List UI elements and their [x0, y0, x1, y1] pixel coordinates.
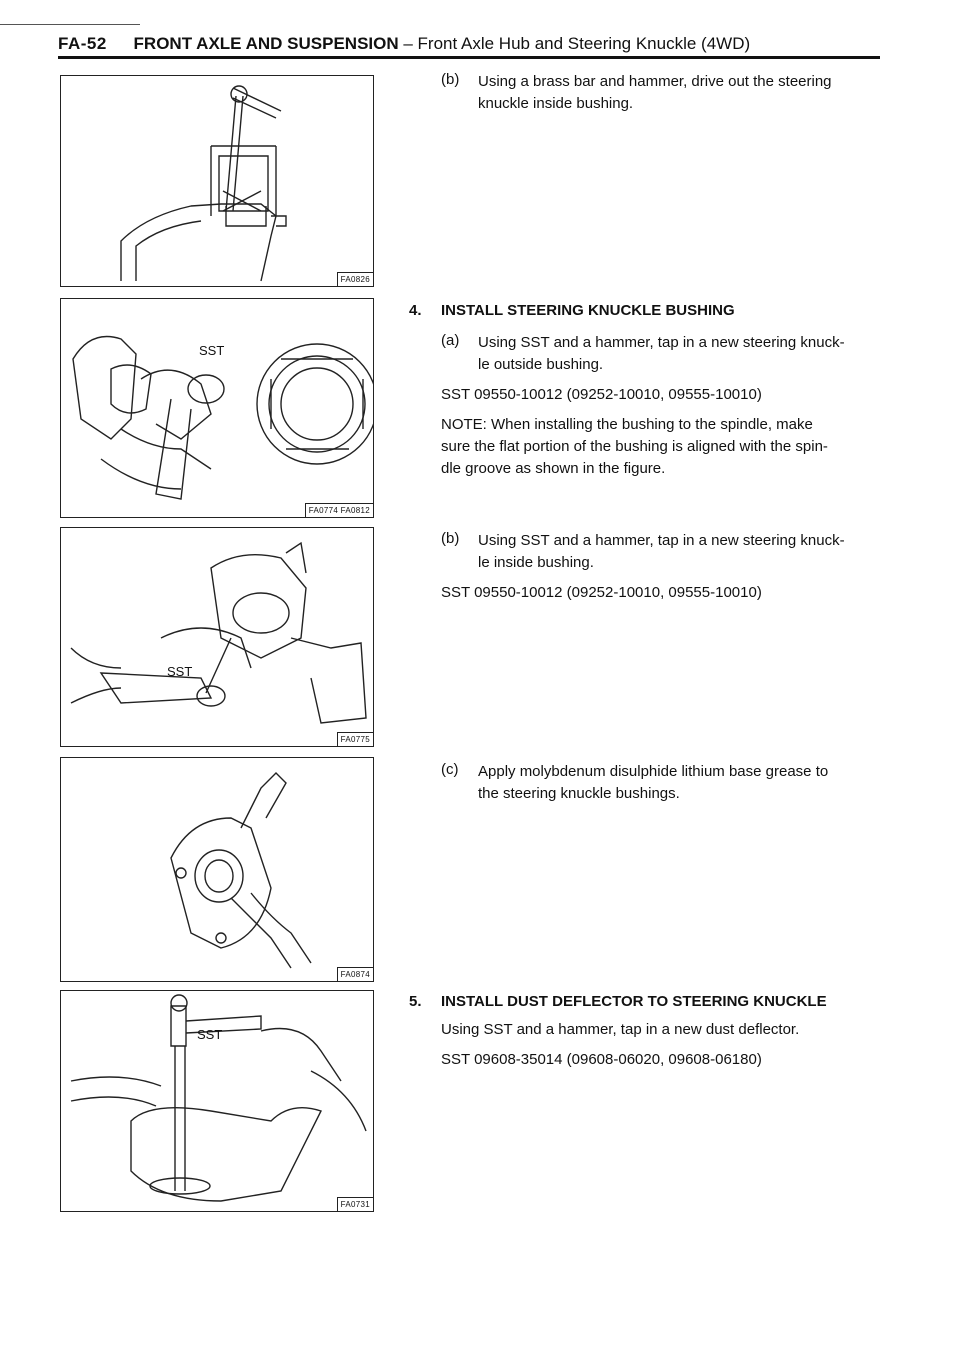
- step-5-heading: INSTALL DUST DEFLECTOR TO STEERING KNUCK…: [441, 993, 827, 1010]
- step-4a-note-line1: NOTE: When installing the bushing to the…: [441, 416, 813, 433]
- step-4a-line1: Using SST and a hammer, tap in a new ste…: [478, 334, 845, 351]
- header-rule: [58, 56, 880, 59]
- page-number: FA-52: [58, 34, 107, 53]
- figure-hammer-bar: FA0826: [60, 75, 374, 287]
- header-top-line: [0, 24, 140, 25]
- step-4a-note-line3: dle groove as shown in the figure.: [441, 460, 666, 477]
- step-4b-line1: Using SST and a hammer, tap in a new ste…: [478, 532, 845, 549]
- illustration-install-inside-bushing: [70, 541, 367, 724]
- figure-code: FA0775: [336, 732, 373, 746]
- step-3b-label: (b): [441, 71, 460, 88]
- step-4a-sst: SST 09550-10012 (09252-10010, 09555-1001…: [441, 386, 762, 403]
- step-4b-line2: le inside bushing.: [478, 554, 594, 571]
- step-5-sst: SST 09608-35014 (09608-06020, 09608-0618…: [441, 1051, 762, 1068]
- page-header: FA-52 FRONT AXLE AND SUSPENSION – Front …: [0, 20, 960, 60]
- step-5-number: 5.: [409, 993, 422, 1010]
- sst-label: SST: [197, 1027, 223, 1042]
- step-3b-text-line1: Using a brass bar and hammer, drive out …: [478, 73, 832, 90]
- step-4a-note-line2: sure the flat portion of the bushing is …: [441, 438, 828, 455]
- figure-code: FA0774 FA0812: [304, 503, 373, 517]
- step-4-number: 4.: [409, 302, 422, 319]
- figure-dust-deflector: SST FA0731: [60, 990, 374, 1212]
- figure-code: FA0731: [336, 1197, 373, 1211]
- illustration-install-outside-bushing: [72, 335, 373, 500]
- section-title: FRONT AXLE AND SUSPENSION: [133, 34, 399, 53]
- step-4c-label: (c): [441, 761, 459, 778]
- sst-label: SST: [167, 664, 193, 679]
- section-subtitle: – Front Axle Hub and Steering Knuckle (4…: [403, 34, 751, 53]
- figure-inside-bushing: SST FA0775: [60, 527, 374, 747]
- figure-outside-bushing: SST FA0774 FA0812: [60, 298, 374, 518]
- step-4a-label: (a): [441, 332, 460, 349]
- illustration-install-dust-deflector: [70, 994, 367, 1202]
- step-4c-line2: the steering knuckle bushings.: [478, 785, 680, 802]
- step-3b-text-line2: knuckle inside bushing.: [478, 95, 634, 112]
- illustration-drive-out-bushing: [120, 85, 287, 282]
- step-4a-line2: le outside bushing.: [478, 356, 604, 373]
- step-4c-line1: Apply molybdenum disulphide lithium base…: [478, 763, 829, 780]
- sst-label: SST: [199, 343, 225, 358]
- step-4b-sst: SST 09550-10012 (09252-10010, 09555-1001…: [441, 584, 762, 601]
- step-4b-label: (b): [441, 530, 460, 547]
- header-text: FA-52 FRONT AXLE AND SUSPENSION – Front …: [58, 34, 750, 54]
- figure-code: FA0826: [336, 272, 373, 286]
- illustration-apply-grease: [170, 772, 312, 969]
- step-5-line1: Using SST and a hammer, tap in a new dus…: [441, 1021, 800, 1038]
- figure-apply-grease: FA0874: [60, 757, 374, 982]
- figure-code: FA0874: [336, 967, 373, 981]
- step-4-heading: INSTALL STEERING KNUCKLE BUSHING: [441, 302, 735, 319]
